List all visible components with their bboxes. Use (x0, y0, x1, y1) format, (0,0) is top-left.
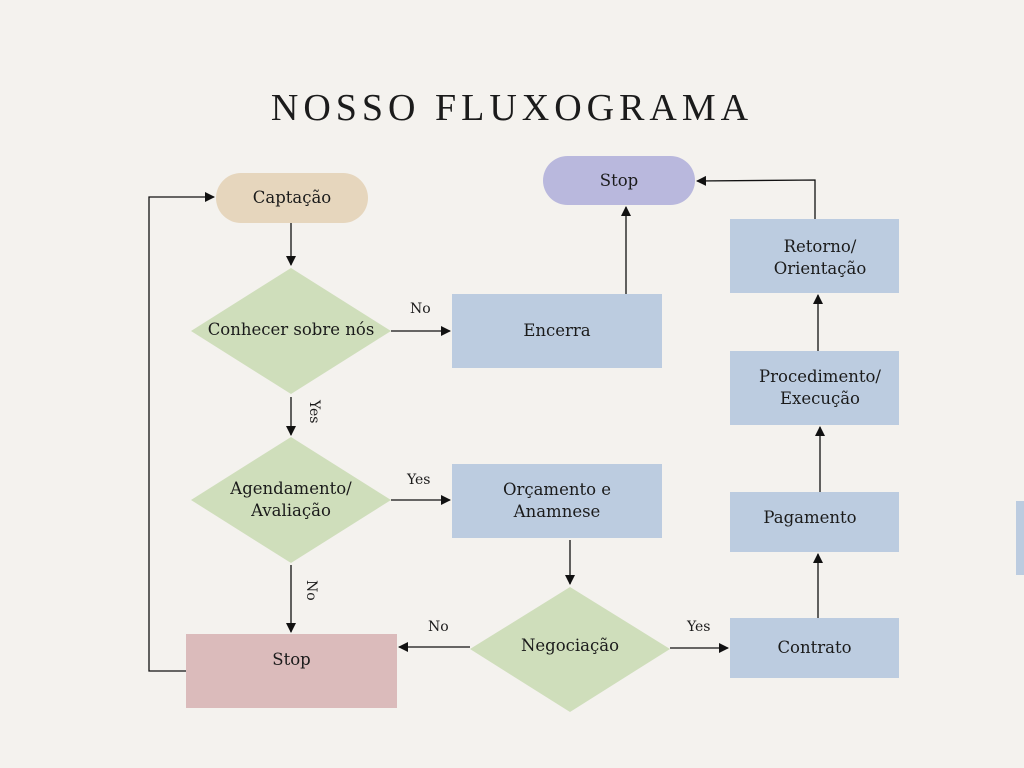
stop-top-shape[interactable] (543, 156, 695, 205)
procedimento-label: Procedimento/ Execução (759, 367, 881, 408)
negociacao-diamond[interactable] (470, 587, 670, 712)
edge-label-conhecer-no: No (410, 301, 431, 317)
captacao-label: Captação (252, 188, 332, 207)
orcamento-label: Orçamento e Anamnese (502, 480, 612, 521)
agendamento-label: Agendamento/ Avaliação (230, 479, 352, 520)
arrow-retorno-stop (696, 175, 816, 219)
stop-top-label: Stop (599, 170, 639, 190)
pagamento-box[interactable] (730, 492, 899, 552)
edge-label-negociacao-no: No (428, 619, 449, 635)
retorno-box[interactable] (730, 219, 899, 293)
contrato-label: Contrato (777, 638, 852, 657)
conhecer-label: Conhecer sobre nós (207, 320, 375, 339)
conhecer-diamond[interactable] (191, 268, 391, 394)
edge-label-conhecer-yes: Yes (306, 400, 322, 424)
pagamento-label: Pagamento (763, 508, 857, 527)
negociacao-label: Negociação (520, 636, 620, 655)
edge-label-agendamento-yes: Yes (407, 472, 431, 488)
contrato-box[interactable] (730, 618, 899, 678)
edge-label-agendamento-no: No (303, 580, 319, 601)
encerra-label: Encerra (523, 321, 591, 340)
arrow-stop-loop-captacao (148, 192, 215, 672)
stop-bottom-box[interactable] (186, 634, 397, 708)
retorno-label: Retorno/ Orientação (773, 237, 867, 278)
orcamento-box[interactable] (452, 464, 662, 538)
page-title: NOSSO FLUXOGRAMA (270, 87, 754, 129)
stop-bottom-label: Stop (272, 650, 311, 669)
captacao-shape[interactable] (216, 173, 368, 223)
side-tab (1016, 501, 1024, 575)
edge-label-negociacao-yes: Yes (687, 619, 711, 635)
procedimento-box[interactable] (730, 351, 899, 425)
agendamento-diamond[interactable] (191, 437, 391, 563)
encerra-box[interactable] (452, 294, 662, 368)
